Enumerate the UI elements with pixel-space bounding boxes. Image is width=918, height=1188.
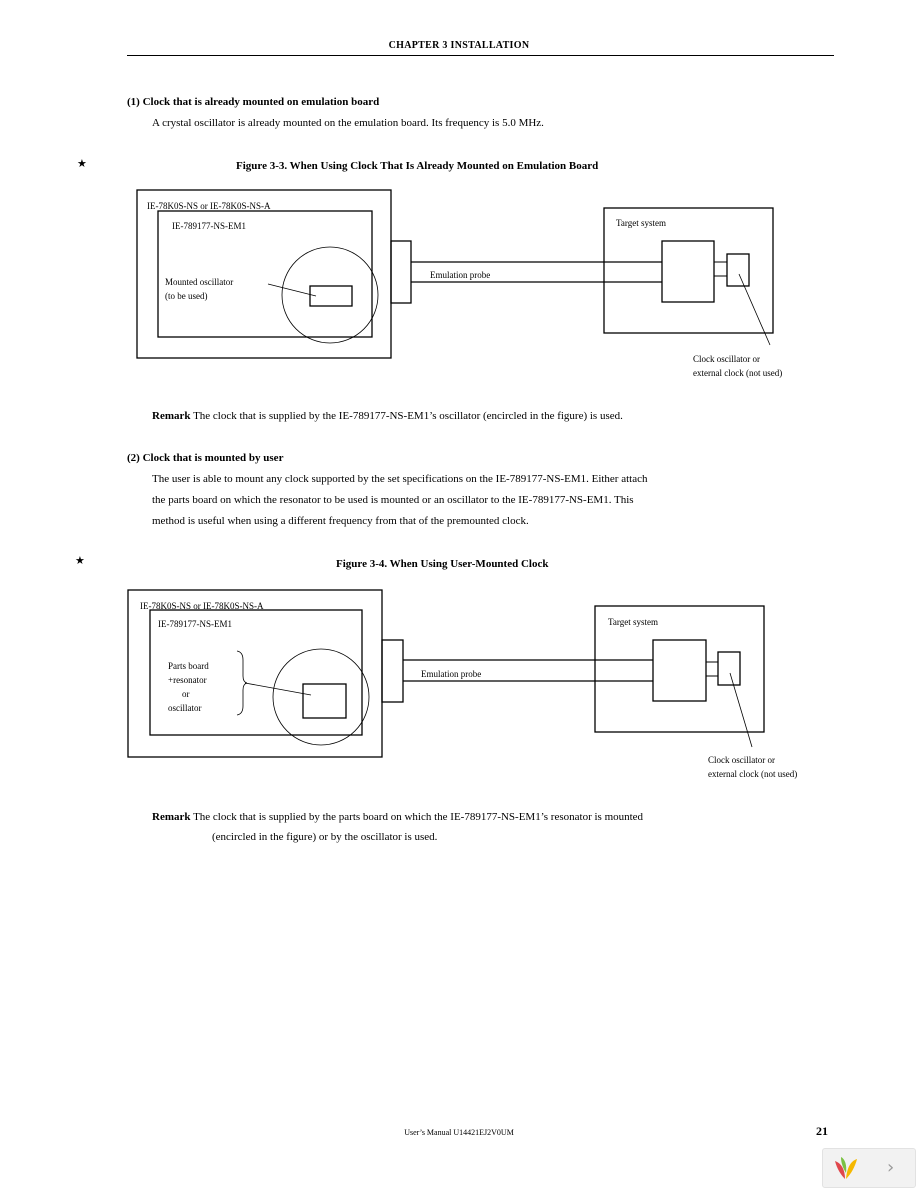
encircle-mark	[281, 246, 379, 344]
remark2: Remark The clock that is supplied by the…	[152, 807, 643, 827]
emulator-outer-box	[127, 589, 383, 758]
target-system-label: Target system	[608, 617, 658, 627]
parts-label-4: oscillator	[168, 703, 202, 713]
next-page-icon[interactable]: ›	[887, 1157, 895, 1178]
target-socket	[652, 639, 707, 702]
mounted-oscillator-chip	[309, 285, 353, 307]
probe-label: Emulation probe	[430, 270, 490, 280]
clock-leader-line	[738, 273, 771, 346]
page-number: 21	[816, 1124, 828, 1138]
clock-leader-line	[729, 672, 753, 748]
parts-label-1: Parts board	[168, 661, 209, 671]
section1-heading: (1) Clock that is already mounted on emu…	[127, 96, 380, 108]
clock-oscillator	[726, 253, 750, 287]
oscillator-leader-line	[267, 283, 317, 297]
clock-pins	[713, 261, 728, 277]
target-system-label: Target system	[616, 218, 666, 228]
parts-label-3: or	[182, 689, 190, 699]
page-nav-widget[interactable]: ›	[822, 1148, 916, 1188]
remark1-label: Remark	[152, 410, 191, 422]
target-socket	[661, 240, 715, 303]
clock-oscillator	[717, 651, 741, 686]
probe-label: Emulation probe	[421, 669, 481, 679]
emulator-outer-box	[136, 189, 392, 359]
target-system-box	[594, 605, 765, 733]
clock-pins	[705, 661, 719, 677]
section2-heading: (2) Clock that is mounted by user	[127, 452, 284, 464]
target-system-box	[603, 207, 774, 334]
header-rule	[127, 55, 834, 56]
footer-manual: User’s Manual U14421EJ2V0UM	[404, 1128, 514, 1137]
section1-text: A crystal oscillator is already mounted …	[152, 117, 544, 129]
emulation-board-box	[157, 210, 373, 338]
oscillator-label-1: Mounted oscillator	[165, 277, 233, 287]
probe-connector	[390, 240, 412, 304]
emulator-outer-label: IE-78K0S-NS or IE-78K0S-NS-A	[140, 601, 264, 611]
chapter-header: CHAPTER 3 INSTALLATION	[388, 40, 530, 51]
section2-line1: The user is able to mount any clock supp…	[152, 473, 648, 485]
parts-label-2: +resonator	[168, 675, 207, 685]
emulator-outer-label: IE-78K0S-NS or IE-78K0S-NS-A	[147, 201, 271, 211]
probe-connector	[381, 639, 404, 703]
clock-label-2: external clock (not used)	[708, 769, 797, 779]
revision-star-icon: ★	[75, 555, 85, 567]
emulation-board-label: IE-789177-NS-EM1	[158, 619, 232, 629]
figure2-diagram: IE-78K0S-NS or IE-78K0S-NS-A IE-789177-N…	[127, 589, 797, 779]
clock-label-1: Clock oscillator or	[708, 755, 775, 765]
parts-board-chip	[302, 683, 347, 719]
clock-label-2: external clock (not used)	[693, 368, 782, 378]
remark2-line2: (encircled in the figure) or by the osci…	[212, 831, 438, 843]
figure1-caption: Figure 3-3. When Using Clock That Is Alr…	[236, 160, 599, 172]
figure1-diagram: IE-78K0S-NS or IE-78K0S-NS-A IE-789177-N…	[136, 189, 782, 378]
oscillator-label-2: (to be used)	[165, 291, 208, 301]
figure2-caption: Figure 3-4. When Using User-Mounted Cloc…	[336, 558, 549, 570]
remark1: Remark The clock that is supplied by the…	[152, 406, 623, 426]
section2-line3: method is useful when using a different …	[152, 515, 529, 527]
remark2-label: Remark	[152, 811, 191, 823]
remark1-text: The clock that is supplied by the IE-789…	[193, 410, 623, 422]
clock-label-1: Clock oscillator or	[693, 354, 760, 364]
section2-line2: the parts board on which the resonator t…	[152, 494, 634, 506]
revision-star-icon: ★	[77, 158, 87, 170]
remark2-line1: The clock that is supplied by the parts …	[193, 811, 644, 823]
emulation-board-label: IE-789177-NS-EM1	[172, 221, 246, 231]
parts-leader-line	[244, 682, 312, 696]
logo-icon	[835, 1157, 857, 1179]
encircle-mark	[272, 648, 370, 746]
